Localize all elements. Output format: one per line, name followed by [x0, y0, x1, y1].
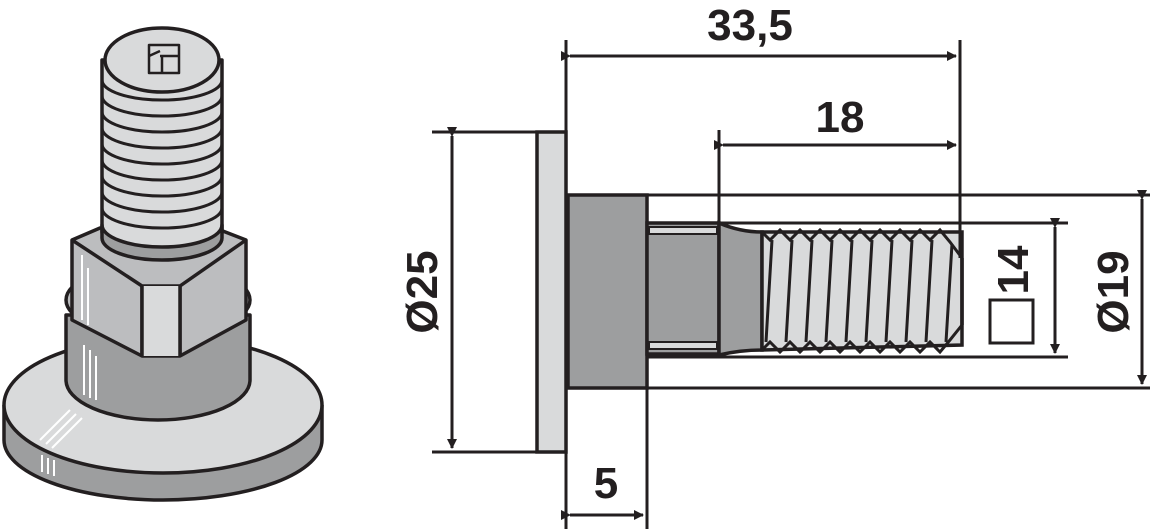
highlight-marks: [39, 255, 97, 476]
shank: [645, 221, 721, 356]
dim-head-thickness: 5: [594, 459, 618, 508]
thread-runout: [717, 220, 764, 358]
dim-overall-length: 33,5: [707, 1, 793, 50]
bolt-head: [535, 130, 568, 454]
square-neck: [566, 193, 649, 390]
dim-head-diameter: Ø25: [398, 250, 447, 333]
manufacturer-logo-icon: [147, 43, 181, 75]
dim-neck-diameter: Ø19: [1089, 250, 1138, 333]
dimension-lines: [447, 51, 1147, 520]
dim-square-neck: 14: [989, 245, 1038, 294]
side-view: [432, 40, 1150, 529]
isometric-bolt-view: [2, 26, 324, 502]
dim-thread-length: 18: [816, 93, 865, 142]
square-symbol-icon: [988, 298, 1035, 345]
